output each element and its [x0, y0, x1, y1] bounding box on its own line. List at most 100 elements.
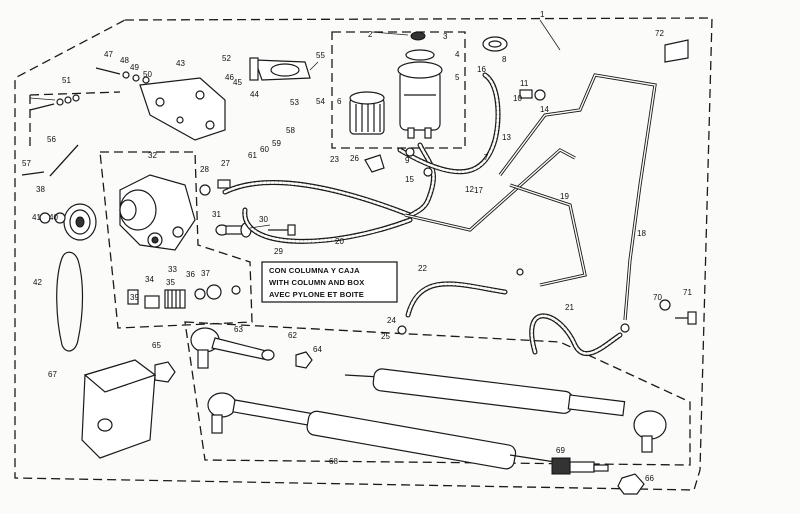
- small-fittings: [199, 154, 385, 196]
- label-72: 72: [655, 29, 664, 38]
- label-9: 9: [405, 156, 410, 165]
- label-1: 1: [540, 10, 545, 19]
- reservoir: [397, 31, 443, 139]
- note-line-3: AVEC PYLONE ET BOITE: [269, 290, 364, 299]
- part-labels: 1 2 3 4 5 6 7 8 9 10 11 12 13 14 15 16 1…: [22, 10, 692, 483]
- label-17: 17: [474, 186, 483, 195]
- nut-66: [617, 473, 645, 495]
- label-36: 36: [186, 270, 195, 279]
- leader-lines: [29, 19, 561, 229]
- tie-rod-group-frame: [184, 321, 691, 466]
- label-37: 37: [201, 269, 210, 278]
- note-border: [261, 261, 398, 303]
- label-68: 68: [329, 457, 338, 466]
- label-46: 46: [225, 73, 234, 82]
- label-48: 48: [120, 56, 129, 65]
- pipe-18: [498, 73, 657, 321]
- bracket-57: [249, 57, 311, 81]
- label-30: 30: [259, 215, 268, 224]
- label-60: 60: [260, 145, 269, 154]
- label-14: 14: [540, 105, 549, 114]
- nut-65: [154, 361, 176, 383]
- power-cylinder-lower: [207, 392, 556, 470]
- label-22: 22: [418, 264, 427, 273]
- label-2: 2: [368, 30, 373, 39]
- label-44: 44: [250, 90, 259, 99]
- label-42: 42: [33, 278, 42, 287]
- label-59: 59: [272, 139, 281, 148]
- label-65: 65: [152, 341, 161, 350]
- label-71: 71: [683, 288, 692, 297]
- label-33: 33: [168, 265, 177, 274]
- label-32: 32: [148, 151, 157, 160]
- label-40: 40: [49, 213, 58, 222]
- drive-belt: [56, 251, 84, 352]
- label-53: 53: [290, 98, 299, 107]
- bracket-leader: [29, 91, 121, 150]
- label-39: 39: [130, 293, 139, 302]
- label-35: 35: [166, 278, 175, 287]
- label-51: 51: [62, 76, 71, 85]
- label-67: 67: [48, 370, 57, 379]
- bolt-70-71: [659, 299, 697, 325]
- label-8: 8: [502, 55, 507, 64]
- label-21: 21: [565, 303, 574, 312]
- label-41: 41: [32, 213, 41, 222]
- box-67: [81, 359, 157, 459]
- clamp-fittings: [397, 36, 630, 335]
- label-3: 3: [443, 32, 448, 41]
- label-31: 31: [212, 210, 221, 219]
- note-line-2: WITH COLUMN AND BOX: [269, 278, 364, 287]
- label-43: 43: [176, 59, 185, 68]
- pump-internals: [127, 284, 241, 309]
- label-5: 5: [455, 73, 460, 82]
- power-steering-pump: [119, 174, 196, 251]
- label-16: 16: [477, 65, 486, 74]
- label-45: 45: [233, 78, 242, 87]
- label-70: 70: [653, 293, 662, 302]
- label-55: 55: [316, 51, 325, 60]
- label-6: 6: [337, 97, 342, 106]
- label-24: 24: [387, 316, 396, 325]
- label-13: 13: [502, 133, 511, 142]
- label-15: 15: [405, 175, 414, 184]
- label-26: 26: [350, 154, 359, 163]
- label-54: 54: [316, 97, 325, 106]
- banjo-fitting: [215, 222, 296, 238]
- filter-element: [349, 91, 385, 135]
- label-57: 57: [22, 159, 31, 168]
- fitting-69: [551, 457, 609, 475]
- label-12: 12: [465, 185, 474, 194]
- pump-bracket: [139, 77, 226, 141]
- label-38: 38: [36, 185, 45, 194]
- label-28: 28: [200, 165, 209, 174]
- label-63: 63: [234, 325, 243, 334]
- note-line-1: CON COLUMNA Y CAJA: [269, 266, 360, 275]
- label-10: 10: [513, 94, 522, 103]
- label-49: 49: [130, 63, 139, 72]
- power-cylinder-upper: [344, 368, 667, 453]
- bracket-72: [664, 39, 689, 63]
- label-52: 52: [222, 54, 231, 63]
- label-66: 66: [645, 474, 654, 483]
- pump-group-frame: [99, 151, 253, 329]
- label-50: 50: [143, 70, 152, 79]
- pulley: [39, 203, 97, 241]
- label-58: 58: [286, 126, 295, 135]
- label-25: 25: [381, 332, 390, 341]
- note-box: CON COLUMNA Y CAJA WITH COLUMN AND BOX A…: [261, 261, 398, 303]
- label-69: 69: [556, 446, 565, 455]
- label-11: 11: [520, 79, 529, 88]
- label-19: 19: [560, 192, 569, 201]
- label-34: 34: [145, 275, 154, 284]
- label-47: 47: [104, 50, 113, 59]
- label-20: 20: [335, 237, 344, 246]
- label-64: 64: [313, 345, 322, 354]
- label-7: 7: [484, 153, 489, 162]
- label-18: 18: [637, 229, 646, 238]
- label-23: 23: [330, 155, 339, 164]
- label-56: 56: [47, 135, 56, 144]
- label-27: 27: [221, 159, 230, 168]
